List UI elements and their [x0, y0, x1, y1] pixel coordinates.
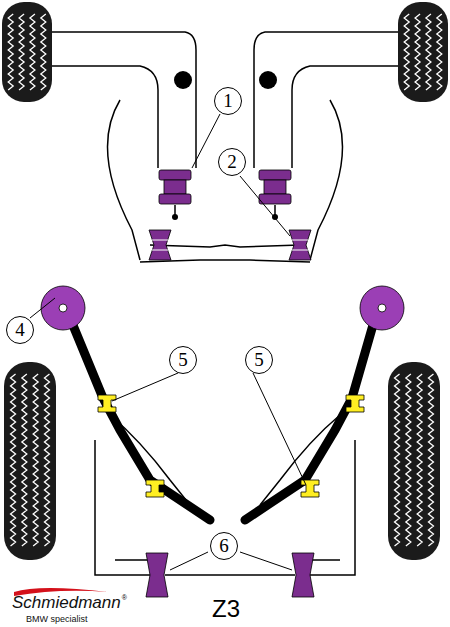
tread-groove	[417, 374, 422, 546]
model-label: Z3	[212, 595, 240, 623]
tread-groove	[426, 14, 431, 90]
anti-roll-bar-clamp	[98, 395, 364, 497]
subframe-bush	[146, 553, 314, 597]
tyre	[2, 2, 52, 102]
trademark-sign: ®	[122, 594, 127, 601]
callout-number: 1	[214, 87, 242, 115]
tread-groove	[404, 14, 409, 90]
tread-groove	[22, 374, 27, 546]
logo-subtitle: BMW specialist	[26, 614, 88, 624]
front-control-arms	[52, 32, 398, 262]
control-arm-bush	[159, 170, 291, 204]
tread-groove	[406, 374, 411, 546]
tyre	[398, 2, 448, 102]
tread-groove	[30, 14, 35, 90]
tread-groove	[415, 14, 420, 90]
rear-arms	[70, 318, 375, 520]
ball-joint	[259, 71, 277, 89]
bush-ribs	[152, 240, 308, 250]
tyre-tread	[8, 14, 442, 546]
tread-groove	[437, 14, 442, 90]
bolt	[172, 214, 178, 220]
anti-roll-bar-bush	[149, 230, 311, 260]
tread-groove	[428, 374, 433, 546]
leader-lines	[30, 114, 306, 570]
logo-text: Schmiedmann	[12, 593, 121, 613]
callout-number: 4	[6, 316, 34, 344]
tyre	[4, 362, 56, 560]
callout-number: 5	[245, 346, 273, 374]
callout-number: 2	[218, 148, 246, 176]
tread-groove	[41, 14, 46, 90]
tread-groove	[19, 14, 24, 90]
tread-groove	[11, 374, 16, 546]
rear-subframe	[95, 415, 355, 575]
tread-groove	[8, 14, 13, 90]
tyres	[2, 2, 448, 560]
tread-groove	[33, 374, 38, 546]
ball-joint	[174, 71, 192, 89]
callout-number: 6	[210, 532, 238, 560]
callout-number: 5	[169, 346, 197, 374]
trailing-arm-bush	[41, 286, 404, 330]
anti-roll-bar	[150, 245, 300, 247]
tread-groove	[44, 374, 49, 546]
tread-groove	[395, 374, 400, 546]
tyre	[388, 362, 440, 560]
